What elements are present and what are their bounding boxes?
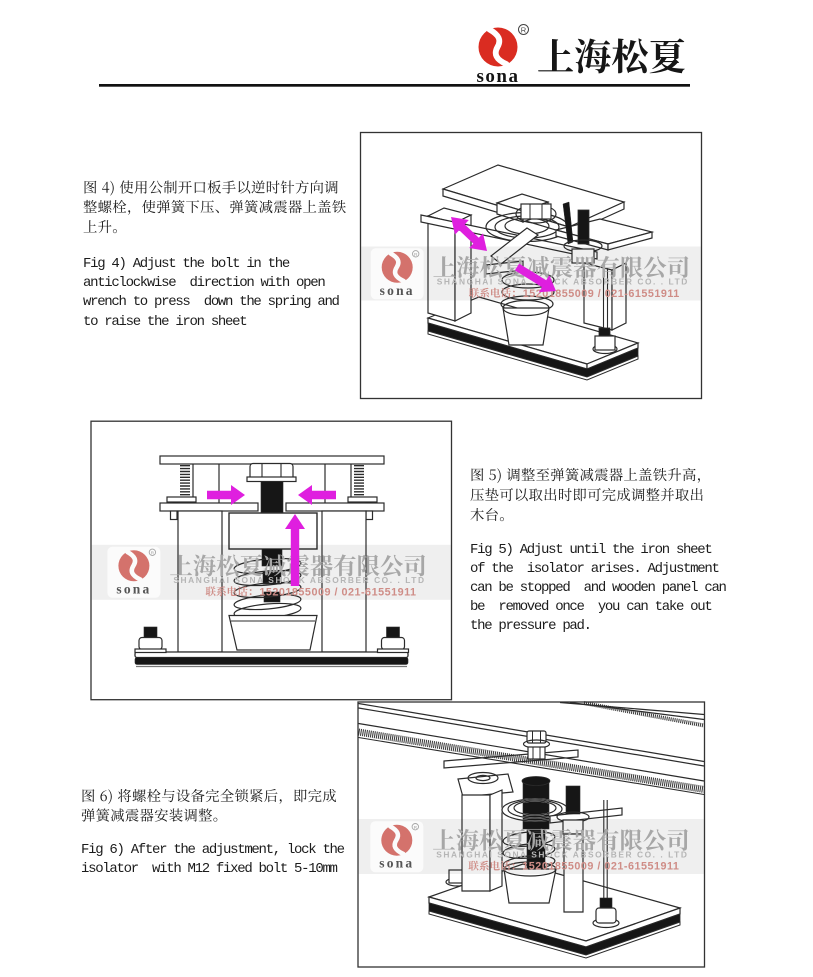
svg-text:R: R: [521, 25, 527, 34]
svg-text:sona: sona: [477, 66, 520, 87]
